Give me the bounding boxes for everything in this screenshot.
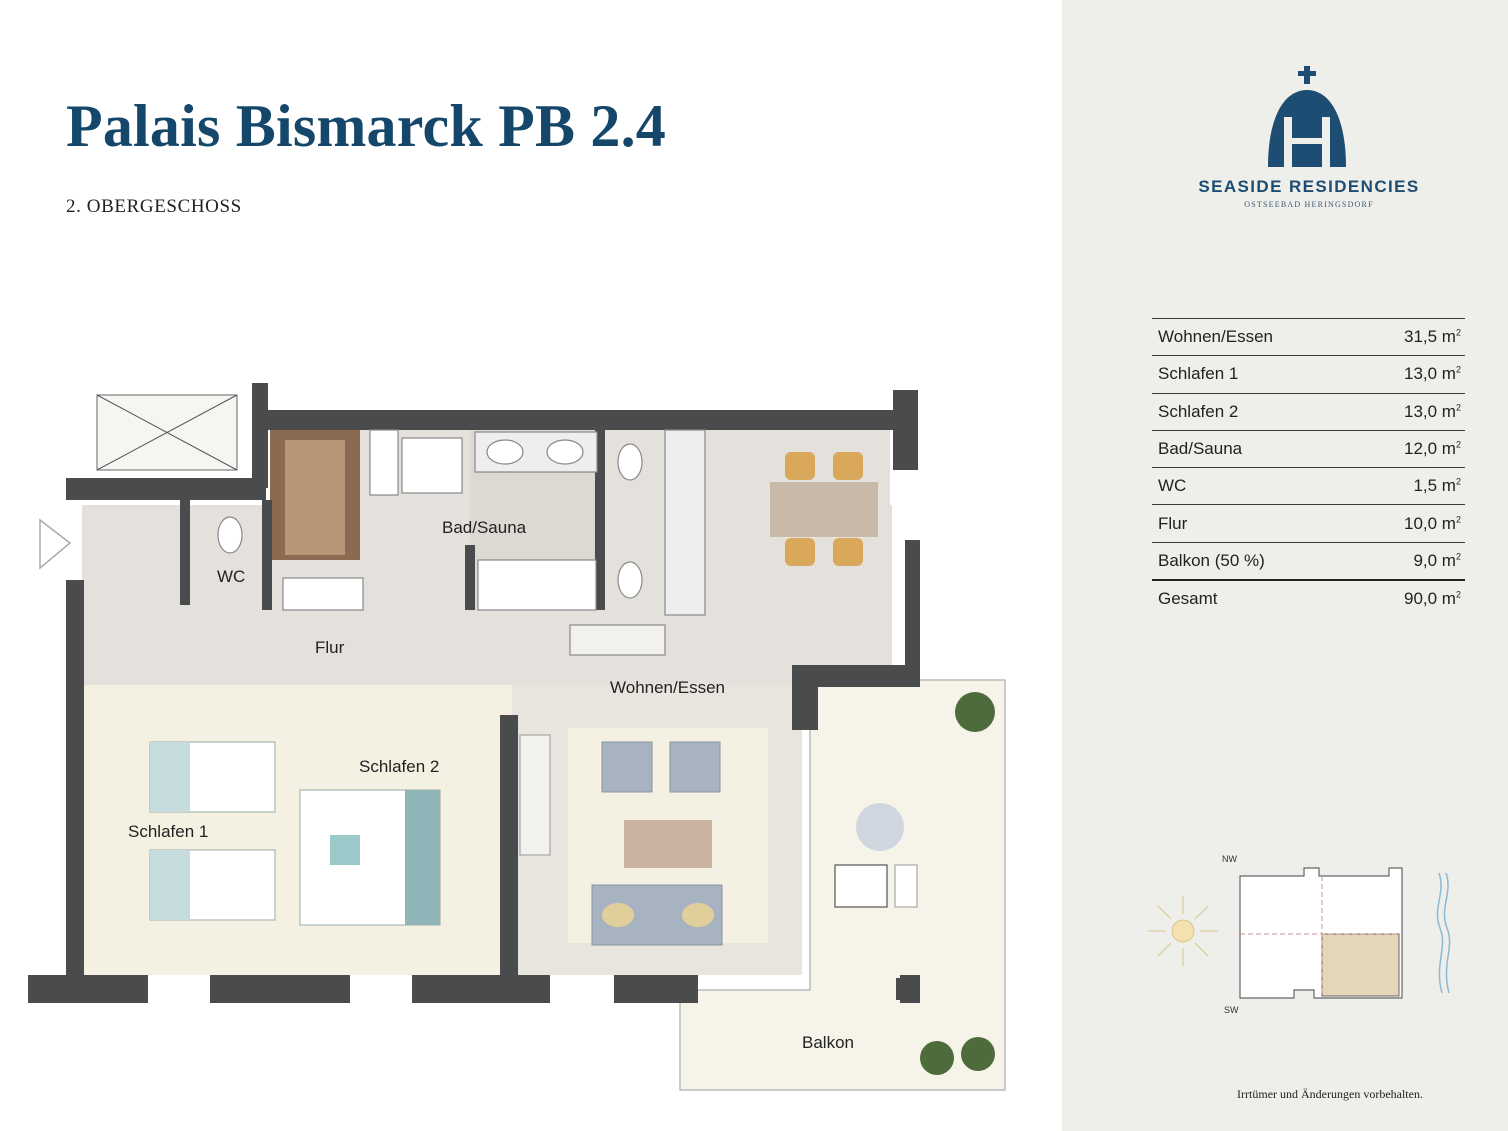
entrance-marker <box>39 518 72 570</box>
fixtures <box>217 429 706 656</box>
room-label-wc: WC <box>217 567 245 586</box>
room-label-schlafen-1: Schlafen 1 <box>128 822 208 841</box>
floor-plan: WC Bad/Sauna Flur Wohnen/Essen Schlafen … <box>28 383 1006 1091</box>
room-label-bad-sauna: Bad/Sauna <box>442 518 527 537</box>
area-row: Balkon (50 %)9,0 m2 <box>1152 541 1465 579</box>
room-label-balkon: Balkon <box>802 1033 854 1052</box>
living-furniture <box>519 734 723 946</box>
page-title: Palais Bismarck PB 2.4 <box>66 93 666 159</box>
disclaimer: Irrtümer und Änderungen vorbehalten. <box>1237 1087 1423 1101</box>
balcony-furniture <box>834 692 995 1075</box>
brand-name: SEASIDE RESIDENCIES <box>1198 177 1420 196</box>
room-label-schlafen-2: Schlafen 2 <box>359 757 439 776</box>
room-label-flur: Flur <box>315 638 345 657</box>
sun-icon <box>1148 896 1218 966</box>
plan-panel: Palais Bismarck PB 2.4 2. OBERGESCHOSS <box>28 93 1006 1091</box>
dining-set <box>770 452 878 566</box>
seaside-logo-icon <box>1268 66 1346 167</box>
room-label-wohnen-essen: Wohnen/Essen <box>610 678 725 697</box>
walls <box>28 383 920 1003</box>
compass-label-sw: SW <box>1224 1005 1239 1015</box>
brand-subtitle: OSTSEEBAD HERINGSDORF <box>1244 200 1374 209</box>
floor-label: 2. OBERGESCHOSS <box>66 196 242 217</box>
orientation-diagram: NW SW <box>1148 854 1451 1015</box>
compass-label-nw: NW <box>1222 854 1237 864</box>
beds <box>149 741 441 926</box>
